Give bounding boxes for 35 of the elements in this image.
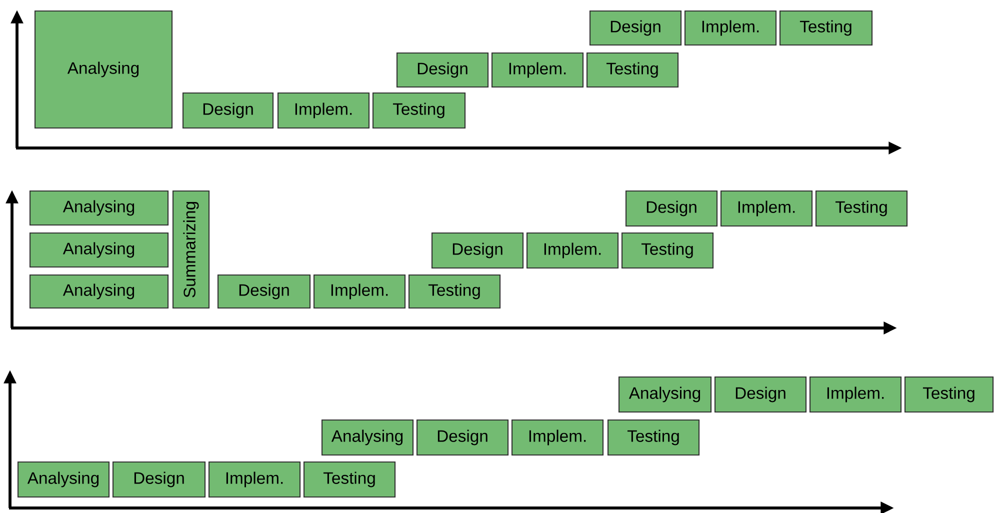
phase-box: Design xyxy=(589,10,682,46)
phase-box: Design xyxy=(431,232,524,269)
phase-box: Design xyxy=(416,419,509,456)
phase-box: Implem. xyxy=(313,274,406,309)
phase-box: Design xyxy=(396,52,489,88)
phase-box: Design xyxy=(714,376,807,413)
phase-box: Testing xyxy=(607,419,700,456)
phase-box: Implem. xyxy=(526,232,619,269)
phase-box: Testing xyxy=(621,232,714,269)
phase-box: Analysing xyxy=(618,376,712,413)
phase-box: Implem. xyxy=(491,52,584,88)
phase-box: Analysing xyxy=(29,190,169,226)
phase-box: Analysing xyxy=(29,232,169,268)
phase-box: Implem. xyxy=(720,190,813,227)
phase-box: Analysing xyxy=(321,419,414,456)
phase-box: Design xyxy=(112,461,206,498)
phase-box: Implem. xyxy=(208,461,301,498)
phase-box: Implem. xyxy=(277,92,370,129)
phase-box: Testing xyxy=(779,10,873,46)
phase-box: Analysing xyxy=(17,461,110,498)
phase-box: Testing xyxy=(408,274,501,309)
phase-box: Testing xyxy=(372,92,466,129)
phase-box: Implem. xyxy=(511,419,604,456)
phase-box: Implem. xyxy=(809,376,902,413)
phase-box: Testing xyxy=(303,461,396,498)
phase-box: Testing xyxy=(586,52,679,88)
phase-box: Design xyxy=(182,92,274,129)
phase-box: Implem. xyxy=(684,10,777,46)
phase-box: Design xyxy=(625,190,718,227)
phase-box: Design xyxy=(217,274,311,309)
phase-box: Testing xyxy=(815,190,908,227)
phase-box: Analysing xyxy=(29,274,169,309)
phase-box: Analysing xyxy=(34,10,173,129)
phase-box: Testing xyxy=(904,376,994,413)
phase-box: Summarizing xyxy=(172,190,210,309)
